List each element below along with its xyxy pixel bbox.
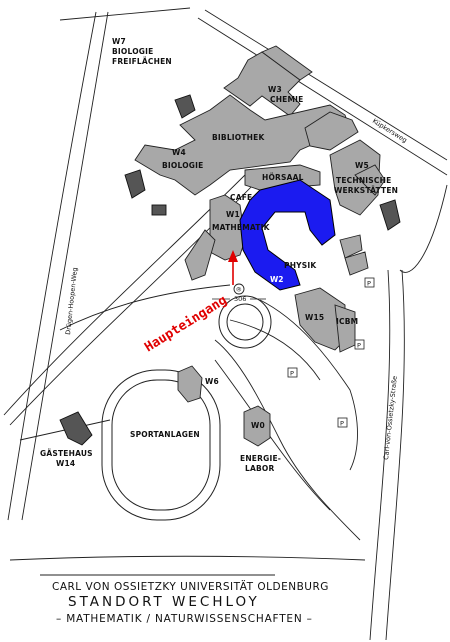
highlighted-building-w2-physik [239,179,336,291]
label-w2: W2 [270,275,284,284]
label-hoersaal: HÖRSAAL [262,173,304,182]
label-mathematik: MATHEMATIK [212,223,271,232]
buildings [59,45,401,447]
sports-track [101,369,221,521]
road-label-carl-von-ossietzky-strasse: Carl-von-Ossietzky-Straße [382,375,399,460]
parking-marker: P [290,370,294,378]
label-biologie-freiflaechen: FREIFLÄCHEN [112,57,172,66]
label-energie-labor: ENERGIE- [240,454,281,463]
label-biologie: BIOLOGIE [162,161,203,170]
label-biologie-freiflaechen: BIOLOGIE [112,47,153,56]
label-technische-werkstaetten: WERKSTÄTTEN [334,186,398,195]
building-w6 [177,365,203,403]
label-technische-werkstaetten: TECHNISCHE [336,176,391,185]
label-w15: W15 [305,313,324,322]
building-w14-gaestehaus [59,411,93,446]
label-gaestehaus: GÄSTEHAUS [40,449,93,458]
label-bibliothek: BIBLIOTHEK [212,133,265,142]
route-306-label: 306 [234,295,246,303]
label-w4: W4 [172,148,186,157]
label-w7: W7 [112,37,126,46]
label-energie-labor: LABOR [245,464,274,473]
label-cafe: CAFE [230,193,252,202]
route-marker-icon: ® [236,286,243,294]
title-standort: STANDORT WECHLOY [68,594,260,610]
road-network [3,7,448,641]
label-w14: W14 [56,459,75,468]
title-block: CARL VON OSSIETZKY UNIVERSITÄT OLDENBURG… [40,574,329,625]
arrow-up-icon [228,250,238,262]
label-w6: W6 [205,377,219,386]
roundabout [218,295,272,349]
title-faculty: – MATHEMATIK / NATURWISSENSCHAFTEN – [56,613,313,625]
building-bibliothek [134,94,351,196]
label-chemie: CHEMIE [270,95,303,104]
label-w0: W0 [251,421,265,430]
label-w5: W5 [355,161,369,170]
label-w3: W3 [268,85,282,94]
parking-marker: P [367,280,371,288]
label-icbm: ICBM [336,317,358,326]
label-w1: W1 [226,210,240,219]
building-w0 [243,405,271,447]
title-university: CARL VON OSSIETZKY UNIVERSITÄT OLDENBURG [52,580,329,593]
label-physik: PHYSIK [284,261,317,270]
road-label-druegen-hoopen-weg: Drügen-Hoopen-Weg [64,267,79,335]
entrance-label: Haupteingang [142,293,230,355]
parking-marker: P [340,420,344,428]
label-sportanlagen: SPORTANLAGEN [130,430,200,439]
building-labels: W7 BIOLOGIE FREIFLÄCHEN W3 CHEMIE BIBLIO… [40,37,398,473]
parking-marker: P [357,342,361,350]
route-306-marker: ® 306 [212,283,266,303]
building-w5 [329,139,381,216]
parking-markers: P P P P [287,277,375,428]
